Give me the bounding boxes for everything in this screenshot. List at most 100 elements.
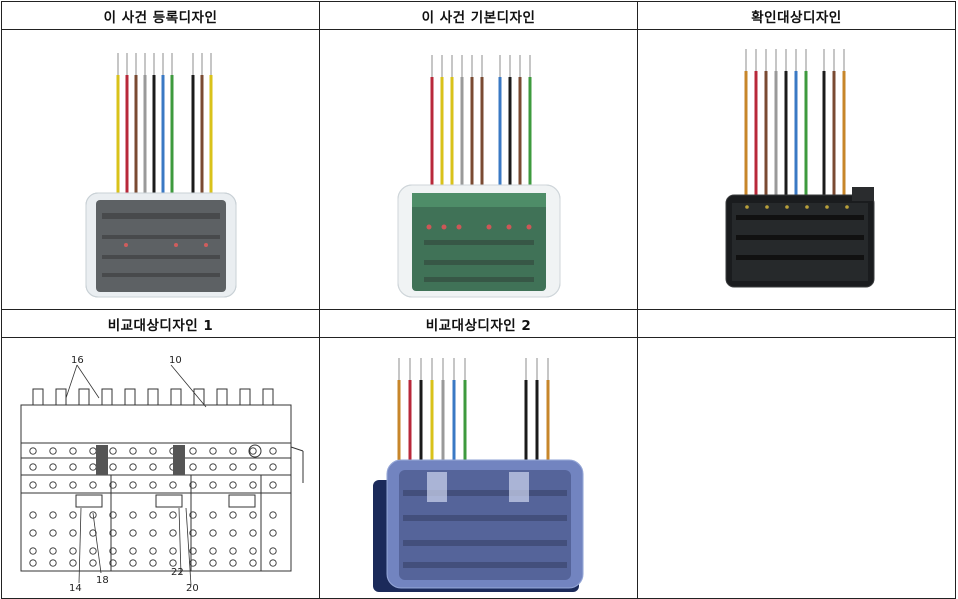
drawing-screw (208, 511, 217, 519)
drawing-screw (88, 529, 97, 537)
drawing-screw (208, 547, 217, 555)
comparison-design-2-image (372, 358, 583, 592)
drawing-screw (108, 559, 117, 567)
confirmation-wires (744, 48, 845, 220)
comparison-design-2-image-cell (319, 337, 638, 599)
drawing-screw (88, 547, 97, 555)
drawing-screw (268, 547, 277, 555)
drawing-screw (228, 481, 237, 489)
drawing-screw (188, 463, 197, 471)
drawing-tab (262, 388, 273, 405)
drawing-screw (108, 463, 117, 471)
drawing-screw (228, 511, 237, 519)
label-20: 20 (186, 583, 199, 593)
drawing-screw (108, 529, 117, 537)
drawing-screw (268, 511, 277, 519)
drawing-screw (268, 481, 277, 489)
drawing-screw (268, 559, 277, 567)
label-18: 18 (96, 575, 109, 586)
drawing-screw (88, 447, 97, 455)
drawing-screw (208, 447, 217, 455)
drawing-tab (216, 388, 227, 405)
header-row-1: 이 사건 등록디자인 이 사건 기본디자인 확인대상디자인 (1, 1, 956, 30)
drawing-tab (193, 388, 204, 405)
drawing-screw (228, 559, 237, 567)
drawing-screw (208, 481, 217, 489)
drawing-screw (228, 447, 237, 455)
drawing-screw (128, 547, 137, 555)
drawing-tab (55, 388, 66, 405)
drawing-screw (208, 463, 217, 471)
drawing-tab (101, 388, 112, 405)
header-confirmation-design: 확인대상디자인 (637, 1, 956, 30)
drawing-screw (168, 511, 177, 519)
drawing-screw (68, 447, 77, 455)
drawing-screw (268, 447, 277, 455)
drawing-screw (248, 511, 257, 519)
drawing-screw (68, 481, 77, 489)
drawing-screw (148, 447, 157, 455)
drawing-screw (168, 547, 177, 555)
drawing-screw (48, 463, 57, 471)
confirmation-design-image-cell (637, 29, 956, 310)
drawing-screw (248, 481, 257, 489)
drawing-screw (228, 463, 237, 471)
drawing-screw (248, 547, 257, 555)
drawing-screw (208, 559, 217, 567)
drawing-screw (128, 529, 137, 537)
drawing-tab (78, 388, 89, 405)
drawing-screw (268, 463, 277, 471)
drawing-screw (128, 481, 137, 489)
registered-design-image-cell (1, 29, 320, 310)
terminal-block (95, 199, 226, 292)
drawing-screw (168, 559, 177, 567)
drawing-screw (28, 559, 37, 567)
empty-cell (637, 337, 956, 599)
drawing-screw (68, 547, 77, 555)
drawing-screw (48, 559, 57, 567)
drawing-screw (188, 529, 197, 537)
drawing-screw (128, 511, 137, 519)
label-14: 14 (69, 583, 82, 593)
registered-wires (116, 52, 212, 215)
drawing-screw (248, 529, 257, 537)
image-row-1 (1, 29, 956, 310)
drawing-screw (128, 559, 137, 567)
drawing-screw (248, 463, 257, 471)
drawing-screw (108, 481, 117, 489)
drawing-screw (28, 463, 37, 471)
label-22: 22 (171, 567, 184, 578)
drawing-screw (48, 511, 57, 519)
drawing-screw (248, 447, 257, 455)
confirmation-design-image (725, 48, 874, 287)
basic-design-image-cell (319, 29, 638, 310)
registered-design-image (85, 52, 236, 297)
drawing-screw (108, 511, 117, 519)
drawing-screw (108, 547, 117, 555)
drawing-screw (128, 447, 137, 455)
drawing-screw (28, 481, 37, 489)
drawing-screw (168, 529, 177, 537)
basic-design-image (397, 54, 560, 297)
drawing-screw (68, 511, 77, 519)
header-registered-design: 이 사건 등록디자인 (1, 1, 320, 30)
drawing-tab (147, 388, 158, 405)
drawing-screw (28, 447, 37, 455)
drawing-screw (88, 559, 97, 567)
drawing-screw (228, 529, 237, 537)
drawing-screw (48, 547, 57, 555)
drawing-screw (48, 481, 57, 489)
drawing-tab (170, 388, 181, 405)
header-row-2: 비교대상디자인 1 비교대상디자인 2 (1, 309, 956, 338)
drawing-screw (268, 529, 277, 537)
drawing-screw (68, 463, 77, 471)
drawing-screw (148, 463, 157, 471)
drawing-screw (188, 481, 197, 489)
label-16: 16 (71, 355, 84, 366)
comparison-design-1-drawing: 16 10 18 14 22 20 (20, 355, 303, 593)
drawing-screw (68, 529, 77, 537)
drawing-screw (188, 511, 197, 519)
drawing-screw (148, 559, 157, 567)
label-10: 10 (169, 355, 182, 366)
